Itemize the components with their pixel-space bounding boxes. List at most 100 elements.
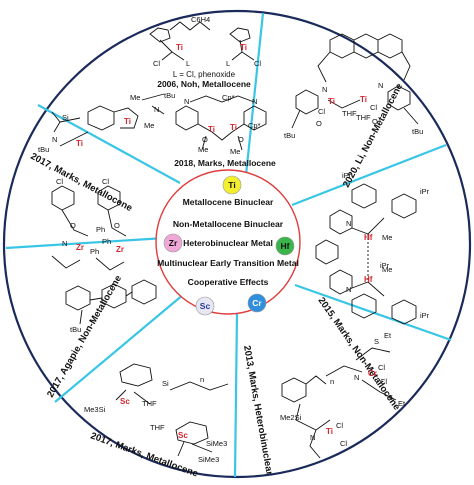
atom: Me — [382, 265, 392, 274]
bond — [141, 93, 165, 115]
divider-top — [244, 12, 265, 176]
bond — [79, 309, 83, 325]
atom: N — [52, 135, 57, 144]
ring — [351, 183, 417, 219]
atom: Cp* — [222, 93, 235, 102]
badge-zr-label: Zr — [169, 238, 178, 248]
bond — [89, 291, 133, 301]
atom: Cl — [318, 107, 325, 116]
atom: N — [354, 373, 359, 382]
bond — [295, 403, 331, 431]
divider-bottom — [233, 311, 239, 478]
badge-cr-circle — [247, 293, 267, 313]
atom: Me2Si — [280, 413, 302, 422]
structure-2006-noh — [149, 21, 255, 61]
atom: Me — [230, 147, 240, 156]
atom: tBu — [284, 131, 295, 140]
atom: n — [200, 375, 204, 384]
atom: iPr — [380, 261, 390, 270]
center-line-1: Metallocene Binuclear — [183, 197, 274, 207]
atom: O — [202, 135, 208, 144]
atom: Ti — [230, 123, 237, 132]
atom: Cl — [56, 177, 63, 186]
atom: tBu — [412, 127, 423, 136]
atom: N — [346, 219, 351, 228]
atom: C6H4 — [191, 15, 210, 24]
atom: Me — [144, 121, 154, 130]
bond — [159, 39, 243, 53]
ring — [295, 85, 411, 115]
atom: Zr — [116, 245, 124, 254]
atom: Hf — [364, 233, 373, 242]
atom: Ti — [326, 427, 333, 436]
structure-2017-marks-ti — [51, 93, 165, 147]
center-line-2: Non-Metallocene Binuclear — [173, 219, 284, 229]
atom: Ti — [240, 43, 247, 52]
bond — [161, 51, 255, 61]
cp-ring — [229, 27, 251, 43]
structure-2018-marks — [175, 95, 267, 151]
structure-2017-marks-sc — [115, 363, 229, 457]
center-line-5: Cooperative Effects — [188, 277, 269, 287]
bond — [51, 111, 81, 133]
divider-right — [291, 143, 447, 207]
bond — [59, 131, 89, 147]
bond — [309, 429, 321, 459]
atom: Ph — [102, 237, 111, 246]
ring — [113, 107, 139, 129]
ring — [65, 279, 157, 311]
atom: N — [346, 285, 351, 294]
atom: Sc — [178, 431, 188, 440]
atom: Cl — [380, 377, 387, 386]
structure-2015-marks — [315, 183, 417, 325]
badge-hf: Hf — [275, 236, 295, 256]
badge-hf-label: Hf — [281, 241, 290, 251]
atom: Cl — [153, 59, 160, 68]
bond — [51, 255, 125, 271]
atom: THF — [356, 113, 371, 122]
atom: O — [372, 117, 378, 126]
atom: Ti — [124, 117, 131, 126]
badge-zr: Zr — [163, 233, 183, 253]
atom: S — [374, 337, 379, 346]
atom: N — [184, 97, 189, 106]
atom: Cp* — [248, 121, 261, 130]
atom: Ph — [96, 225, 105, 234]
divider-upper-left — [37, 104, 181, 184]
cp-ring — [175, 421, 209, 445]
badge-hf-circle — [275, 236, 295, 256]
structure-2020-li — [291, 33, 419, 129]
ring — [51, 185, 121, 211]
atom: SiMe3 — [206, 439, 227, 448]
atom: n — [330, 377, 334, 386]
atom: SiMe3 — [198, 455, 219, 464]
divider-lower-right — [294, 283, 452, 342]
sector-dividers — [5, 12, 452, 478]
structure-2013-marks — [281, 347, 397, 459]
atom: Hf — [364, 275, 373, 284]
cp-ring — [119, 363, 153, 387]
sector-label-2013-marks: 2013, Marks, Heterobinuclear — [241, 345, 275, 477]
inner-circle — [155, 169, 301, 315]
atom: tBu — [164, 91, 175, 100]
atom: tBu — [70, 325, 81, 334]
atom: N — [310, 433, 315, 442]
atom: Ti — [328, 97, 335, 106]
structure-caption: 2018, Marks, Metallocene — [174, 158, 276, 168]
anthracene — [329, 33, 403, 59]
structure-2017-agapie — [51, 185, 157, 325]
atom: iPr — [420, 187, 430, 196]
bond — [197, 123, 245, 141]
bond — [201, 135, 243, 151]
atom: O — [70, 221, 76, 230]
center-text: Metallocene Binuclear Non-Metallocene Bi… — [157, 197, 299, 287]
atom: Cl — [370, 103, 377, 112]
ring — [87, 105, 115, 131]
atom: Cr — [368, 369, 377, 378]
bond — [327, 99, 361, 109]
bond — [325, 347, 391, 377]
atom: THF — [150, 423, 165, 432]
atom: THF — [342, 109, 357, 118]
